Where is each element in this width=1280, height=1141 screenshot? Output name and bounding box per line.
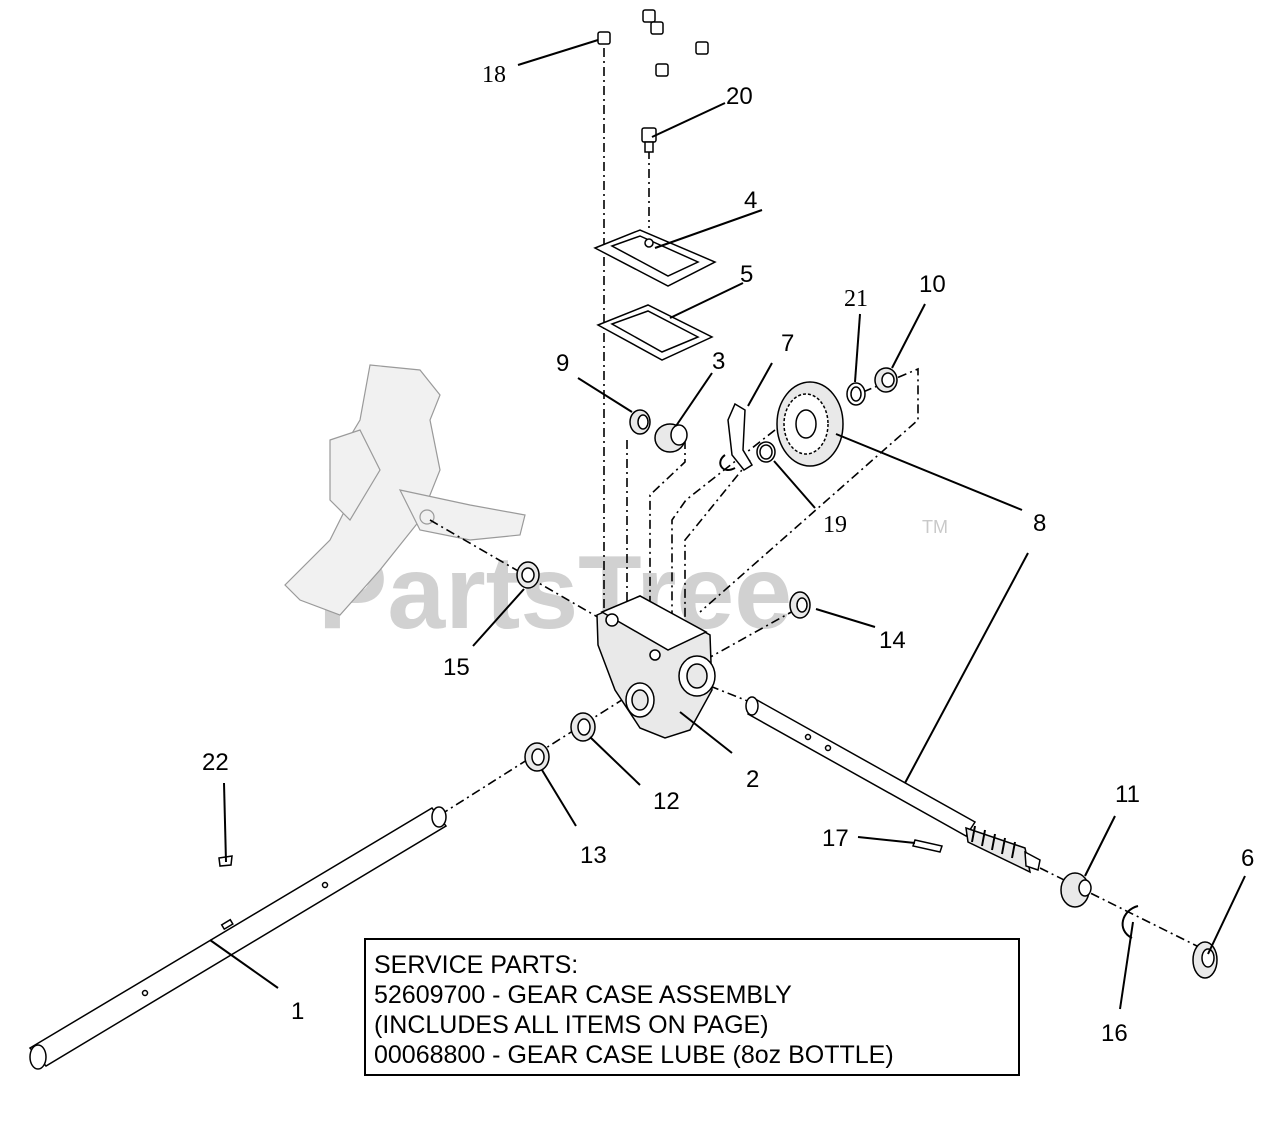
- gear-case-housing: [596, 595, 716, 739]
- callout-21: 21: [844, 286, 868, 312]
- callout-16: 16: [1101, 1020, 1128, 1047]
- callout-7: 7: [781, 330, 794, 357]
- watermark-text: PartsTree: [318, 535, 792, 651]
- callout-9: 9: [556, 350, 569, 377]
- callout-12: 12: [653, 788, 680, 815]
- callout-3: 3: [712, 348, 725, 375]
- service-parts-line-lube: 00068800 - GEAR CASE LUBE (8oz BOTTLE): [374, 1041, 894, 1069]
- assembly-lines: [429, 48, 1206, 951]
- worm-gear: [776, 381, 844, 467]
- callout-8: 8: [1033, 510, 1046, 537]
- callout-18: 18: [482, 62, 506, 88]
- callout-6: 6: [1241, 845, 1254, 872]
- callout-15: 15: [443, 654, 470, 681]
- callout-2: 2: [746, 766, 759, 793]
- callout-19: 19: [823, 512, 847, 538]
- service-parts-line-assembly: 52609700 - GEAR CASE ASSEMBLY: [374, 981, 792, 1009]
- service-parts-box: SERVICE PARTS: 52609700 - GEAR CASE ASSE…: [364, 938, 1020, 1076]
- watermark-trademark: TM: [922, 517, 948, 537]
- callout-4: 4: [744, 187, 757, 214]
- small-parts: [218, 839, 1218, 979]
- impeller-shaft: [28, 806, 448, 1070]
- bushings-and-washers: [629, 367, 898, 463]
- service-parts-heading: SERVICE PARTS:: [374, 951, 579, 979]
- callout-1: 1: [291, 998, 304, 1025]
- impeller-ghost: [284, 364, 526, 616]
- callout-labels: 18 20 4 5 21 10 7 9 3 19 8 15 14 2 12 13…: [202, 62, 1254, 1047]
- callout-20: 20: [726, 83, 753, 110]
- callout-10: 10: [919, 271, 946, 298]
- callout-13: 13: [580, 842, 607, 869]
- callout-17: 17: [822, 825, 849, 852]
- gasket: [596, 304, 714, 361]
- service-parts-line-includes: (INCLUDES ALL ITEMS ON PAGE): [374, 1011, 769, 1039]
- leader-lines: [209, 39, 1246, 1010]
- callout-22: 22: [202, 749, 229, 776]
- shift-fork: [719, 402, 754, 471]
- thrust-washers: [516, 561, 811, 772]
- callout-5: 5: [740, 261, 753, 288]
- auger-drive-shaft: [745, 696, 1041, 874]
- callout-11: 11: [1115, 781, 1140, 808]
- callout-14: 14: [879, 627, 906, 654]
- hex-bolts: [597, 9, 709, 153]
- gear-case-cover: [593, 229, 717, 287]
